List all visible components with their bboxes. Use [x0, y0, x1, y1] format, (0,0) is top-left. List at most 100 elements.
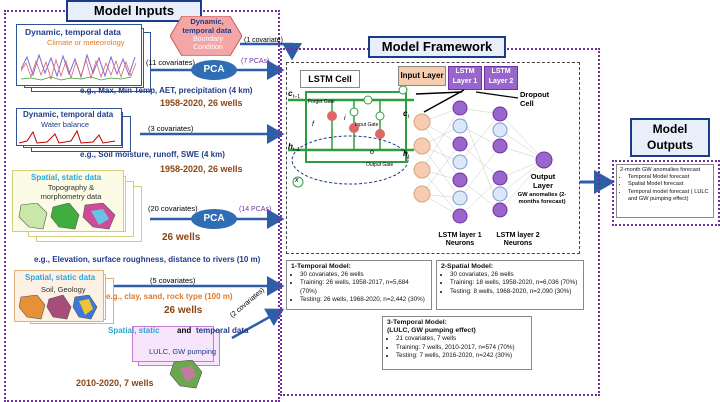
water-covariates: (3 covariates)	[148, 124, 194, 133]
topo-pcas: (14 PCAs)	[239, 206, 272, 213]
svg-text:o: o	[370, 149, 374, 156]
lulc-subtitle: LULC, GW pumping	[149, 347, 217, 356]
climate-title: Dynamic, temporal data	[25, 27, 121, 37]
svg-text:f: f	[312, 121, 315, 128]
list-item: Testing: 8 wells, 1968-2020, n=2,090 (30…	[450, 288, 579, 296]
boundary-covariates: (1 covariate)	[244, 37, 283, 44]
soil-title: Spatial, static data	[25, 273, 96, 282]
outputs-title-line1: Model	[652, 122, 688, 136]
topo-covariates: (20 covariates)	[148, 204, 198, 213]
svg-text:t: t	[408, 154, 410, 160]
list-item: Testing: 7 wells, 2016-2020, n=242 (30%)	[396, 352, 527, 360]
svg-text:c: c	[288, 89, 293, 98]
lstm-layer2-label: LSTM Layer 2	[484, 66, 518, 90]
soil-map	[19, 295, 98, 320]
list-item: Training: 7 wells, 2010-2017, n=574 (70%…	[396, 344, 527, 352]
lstm-cell-diagram	[288, 86, 414, 188]
svg-text:i: i	[344, 115, 346, 122]
soil-subtitle: Soil, Geology	[41, 285, 86, 294]
svg-text:c: c	[403, 109, 408, 118]
lstm-layer1-label: LSTM Layer 1	[448, 66, 482, 90]
soil-wells: 26 wells	[164, 305, 203, 316]
svg-text:t: t	[408, 114, 410, 120]
output-layer-label: Output Layer	[530, 172, 556, 190]
arrow-lulc	[231, 308, 285, 340]
spatial-model-box: 2-Spatial Model: 30 covariates, 26 wells…	[436, 260, 584, 310]
dropout-label: Dropout Cell	[520, 90, 550, 108]
arrow-boundary	[240, 42, 302, 61]
neurons2-label: LSTM layer 2 Neurons	[496, 232, 540, 247]
framework-title: Model Framework	[368, 36, 506, 58]
list-item: Testing: 26 wells, 1968-2020, n=2,442 (3…	[300, 296, 427, 304]
lulc-title-b: temporal data	[196, 326, 249, 335]
boundary-subtitle: Boundary Condition	[193, 36, 223, 51]
lstm-cell-symbols: c t−1 h t−1 x c t h t f i o	[288, 89, 410, 184]
outputs-title: Model Outputs	[630, 118, 710, 157]
pca-node-climate: PCA	[191, 60, 237, 80]
input-gate-label: Input Gate	[355, 122, 379, 128]
neural-network-diagram	[413, 89, 553, 224]
soil-covariates: (5 covariates)	[150, 276, 196, 285]
lulc-period: 2010-2020, 7 wells	[76, 378, 154, 388]
temporal-model-title: 1-Temporal Model:	[291, 263, 351, 270]
svg-text:t−1: t−1	[293, 94, 300, 100]
output-layer-note: GW anomalies (2-months forecast)	[517, 192, 567, 205]
spatial-model-title: 2-Spatial Model:	[441, 263, 494, 270]
topo-subtitle: Topography & morphometry data	[40, 183, 102, 201]
climate-example: e.g., Max, Min Temp, AET, precipitation …	[80, 86, 253, 95]
boundary-title: Dynamic, temporal data	[182, 17, 232, 35]
svg-text:h: h	[288, 142, 293, 151]
outputs-head: 2-month GW anomalies forecast	[620, 167, 701, 173]
soil-example: e.g., clay, sand, rock type (100 m)	[106, 292, 233, 301]
temporal-model-box: 1-Temporal Model: 30 covariates, 26 well…	[286, 260, 432, 310]
list-item: 30 covariates, 26 wells	[450, 271, 579, 279]
water-timeseries-plot	[19, 129, 116, 144]
soil-card: Spatial, static data Soil, Geology	[14, 270, 104, 322]
topography-map	[18, 203, 116, 230]
list-item: Temporal model forecast ( LULC and GW pu…	[628, 189, 710, 203]
forget-gate-label: Forget Gate	[308, 99, 335, 105]
water-balance-card: Dynamic, temporal data Water balance	[16, 108, 122, 146]
water-example: e.g., Soil moisture, runoff, SWE (4 km)	[80, 150, 225, 159]
water-period: 1958-2020, 26 wells	[160, 164, 243, 174]
list-item: Spatial Model forecast	[628, 181, 710, 188]
list-item: Temporal Model forecast	[628, 174, 710, 181]
climate-card: Dynamic, temporal data Climate or meteor…	[16, 24, 142, 86]
climate-period: 1958-2020, 26 wells	[160, 98, 243, 108]
climate-timeseries-plot	[21, 53, 137, 81]
lulc-title-a: Spatial, static	[108, 326, 160, 335]
list-item: 30 covariates, 26 wells	[300, 271, 427, 279]
outputs-box: 2-month GW anomalies forecast Temporal M…	[616, 164, 714, 218]
lstm-cell-label: LSTM Cell	[300, 70, 360, 88]
lulc-map	[169, 360, 203, 389]
climate-pcas: (7 PCAs)	[241, 58, 270, 65]
list-item: 21 covariates, 7 wells	[396, 335, 527, 343]
svg-text:x: x	[294, 177, 299, 184]
lulc-title-and: and	[177, 326, 192, 335]
neurons1-label: LSTM layer 1 Neurons	[438, 232, 482, 247]
temporal-lulc-model-box: 3-Temporal Model: (LULC, GW pumping effe…	[382, 316, 532, 370]
topo-example: e.g., Elevation, surface roughness, dist…	[34, 255, 261, 264]
water-title: Dynamic, temporal data	[23, 110, 114, 119]
water-subtitle: Water balance	[41, 120, 90, 129]
svg-text:h: h	[403, 149, 408, 158]
input-layer-label: Input Layer	[398, 66, 446, 86]
svg-text:t−1: t−1	[293, 147, 300, 153]
topo-wells: 26 wells	[162, 232, 201, 243]
climate-subtitle: Climate or meteorology	[47, 38, 125, 47]
boundary-condition-hexagon	[170, 16, 242, 56]
temporal-lulc-model-title: 3-Temporal Model:	[387, 319, 447, 326]
inputs-title: Model Inputs	[66, 0, 202, 22]
list-item: Training: 26 wells, 1958-2017, n=5,684 (…	[300, 279, 427, 295]
pca-node-topography: PCA	[191, 209, 237, 229]
temporal-lulc-model-subtitle: (LULC, GW pumping effect)	[387, 327, 476, 335]
output-gate-label: Output Gate	[366, 162, 394, 168]
outputs-region	[612, 160, 720, 226]
list-item: Training: 18 wells, 1958-2020, n=6,036 (…	[450, 279, 579, 287]
topography-card: Spatial, static data Topography & morpho…	[12, 170, 124, 232]
climate-covariates: (11 covariates)	[146, 58, 196, 67]
lulc-card: LULC, GW pumping	[132, 326, 217, 362]
outputs-title-line2: Outputs	[647, 138, 693, 152]
topo-title: Spatial, static data	[31, 173, 102, 182]
